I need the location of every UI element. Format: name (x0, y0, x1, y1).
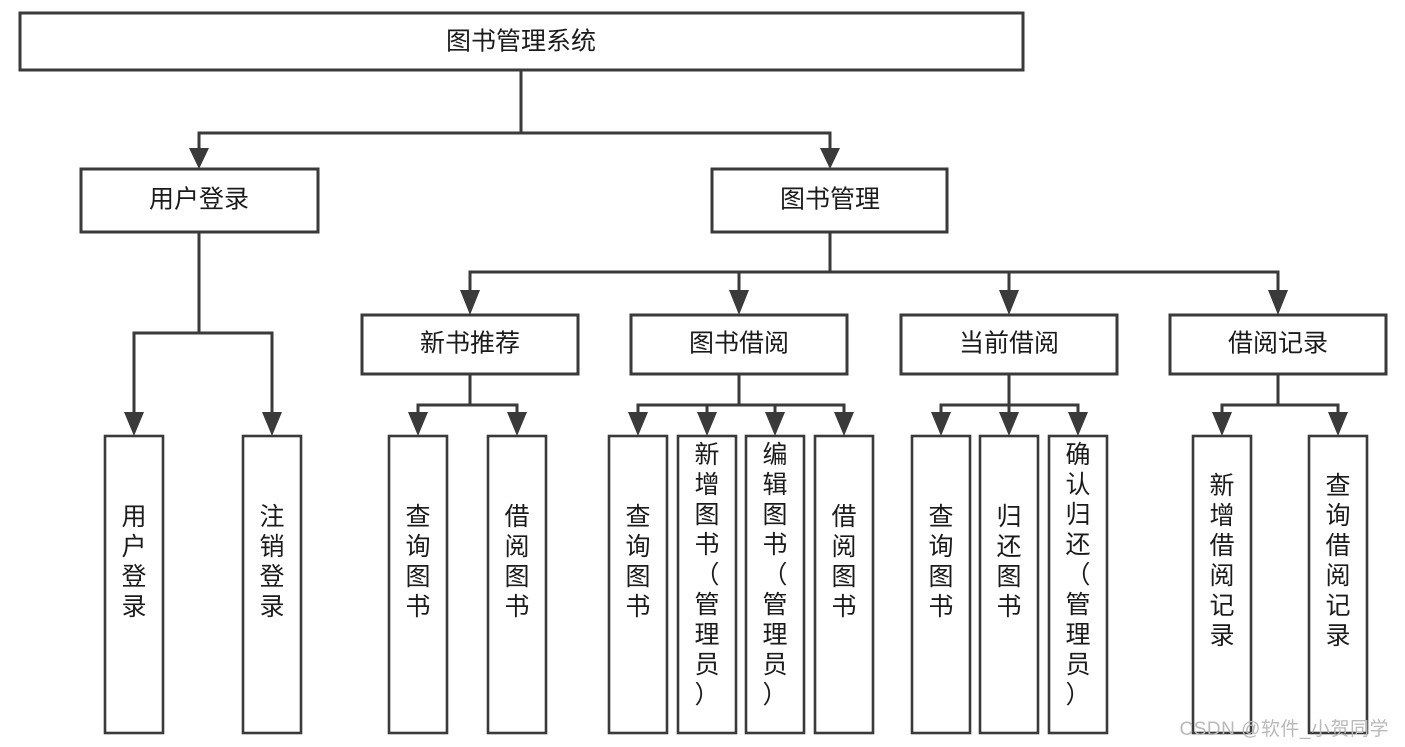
leaf-box[interactable] (978, 434, 1040, 735)
arrowhead-bb-leaf-2 (697, 412, 717, 436)
connectors-borrow-record-to-leaves (1212, 372, 1348, 436)
arrowhead-book-borrow (729, 290, 749, 315)
arrowhead-br-leaf-2 (1328, 412, 1348, 436)
leaf-label-vertical: 新增借阅记录 (1209, 472, 1234, 650)
leaf-node-query-book-nb[interactable]: 查询图书 (387, 434, 449, 735)
leaf-label-vertical: 确认归还（管理员） (1065, 441, 1090, 709)
user-login-box[interactable] (79, 167, 320, 234)
leaf-label-vertical: 用户登录 (121, 503, 146, 621)
arrowhead-leaf-user-login (124, 412, 144, 436)
current-borrow-label: 当前借阅 (959, 330, 1059, 358)
leaf-node-borrow-book-bb[interactable]: 借阅图书 (813, 434, 875, 735)
root-label: 图书管理系统 (446, 28, 596, 56)
leaf-label-vertical: 查询图书 (405, 503, 430, 621)
leaf-label-vertical: 注销登录 (259, 503, 284, 621)
new-book-label: 新书推荐 (420, 330, 520, 358)
leaf-box[interactable] (1307, 434, 1369, 735)
leaf-node-query-book-cb[interactable]: 查询图书 (910, 434, 972, 735)
node-new-book-recommendation[interactable]: 新书推荐 (360, 313, 580, 376)
node-borrowing-record[interactable]: 借阅记录 (1168, 313, 1388, 376)
arrowhead-current-borrow (999, 290, 1019, 315)
leaf-box[interactable] (1191, 434, 1253, 735)
leaf-node-borrow-book-nb[interactable]: 借阅图书 (486, 434, 548, 735)
connectors-root-to-level2 (189, 68, 840, 169)
arrowhead-nb-leaf-1 (408, 412, 428, 436)
node-root-book-management-system[interactable]: 图书管理系统 (18, 11, 1025, 72)
arrowhead-borrow-record (1268, 290, 1288, 315)
borrow-record-label: 借阅记录 (1228, 330, 1328, 358)
book-management-label: 图书管理 (780, 186, 880, 214)
arrowhead-leaf-logout (262, 412, 282, 436)
csdn-watermark: CSDN @软件_小贺同学 (1179, 719, 1389, 740)
leaf-box[interactable] (744, 434, 806, 735)
leaf-box[interactable] (910, 434, 972, 735)
leaf-label-vertical: 查询借阅记录 (1325, 472, 1350, 650)
arrowhead-user-login (189, 148, 209, 169)
leaf-box[interactable] (387, 434, 449, 735)
node-book-management[interactable]: 图书管理 (710, 167, 949, 234)
leaf-node-user-login[interactable]: 用户登录 (103, 434, 165, 735)
user-login-label: 用户登录 (149, 186, 249, 214)
arrowhead-book-management (820, 148, 840, 169)
leaf-node-edit-book-admin[interactable]: 编辑图书（管理员） (744, 434, 806, 735)
leaf-box[interactable] (607, 434, 669, 735)
arrowhead-cb-leaf-3 (1068, 412, 1088, 436)
arrowhead-br-leaf-1 (1212, 412, 1232, 436)
leaf-box[interactable] (813, 434, 875, 735)
leaf-label-vertical: 查询图书 (625, 503, 650, 621)
leaf-node-confirm-return-admin[interactable]: 确认归还（管理员） (1047, 434, 1109, 735)
node-book-borrowing[interactable]: 图书借阅 (629, 313, 849, 376)
node-user-login[interactable]: 用户登录 (79, 167, 320, 234)
arrowhead-bb-leaf-1 (628, 412, 648, 436)
leaf-label-vertical: 新增图书（管理员） (694, 441, 719, 709)
leaf-box[interactable] (103, 434, 165, 735)
borrow-record-box[interactable] (1168, 313, 1388, 376)
arrowhead-cb-leaf-2 (999, 412, 1019, 436)
arrowhead-bb-leaf-3 (765, 412, 785, 436)
arrowhead-nb-leaf-2 (507, 412, 527, 436)
leaf-box[interactable] (486, 434, 548, 735)
arrowhead-new-book (460, 290, 480, 315)
connectors-new-book-to-leaves (408, 372, 527, 436)
root-box[interactable] (18, 11, 1025, 72)
leaf-box[interactable] (676, 434, 738, 735)
connectors-user-login-to-leaves (124, 230, 282, 436)
arrowhead-cb-leaf-1 (931, 412, 951, 436)
node-current-borrowing[interactable]: 当前借阅 (899, 313, 1119, 376)
book-borrow-label: 图书借阅 (689, 330, 789, 358)
leaf-node-add-book-admin[interactable]: 新增图书（管理员） (676, 434, 738, 735)
connectors-current-borrow-to-leaves (931, 372, 1088, 436)
connectors-book-borrow-to-leaves (628, 372, 854, 436)
connectors-book-management-to-level3 (460, 230, 1288, 315)
new-book-box[interactable] (360, 313, 580, 376)
current-borrow-box[interactable] (899, 313, 1119, 376)
leaf-node-logout[interactable]: 注销登录 (241, 434, 303, 735)
leaf-node-add-borrow-record[interactable]: 新增借阅记录 (1191, 434, 1253, 735)
leaf-label-vertical: 借阅图书 (504, 503, 529, 621)
leaf-label-vertical: 查询图书 (928, 503, 953, 621)
leaf-node-return-book[interactable]: 归还图书 (978, 434, 1040, 735)
book-borrow-box[interactable] (629, 313, 849, 376)
leaf-node-query-borrow-record[interactable]: 查询借阅记录 (1307, 434, 1369, 735)
arrowhead-bb-leaf-4 (834, 412, 854, 436)
book-management-box[interactable] (710, 167, 949, 234)
leaf-label-vertical: 归还图书 (996, 503, 1021, 621)
leaf-label-vertical: 编辑图书（管理员） (762, 441, 787, 709)
leaf-node-query-book-bb[interactable]: 查询图书 (607, 434, 669, 735)
leaf-box[interactable] (1047, 434, 1109, 735)
leaf-label-vertical: 借阅图书 (831, 503, 856, 621)
leaf-box[interactable] (241, 434, 303, 735)
